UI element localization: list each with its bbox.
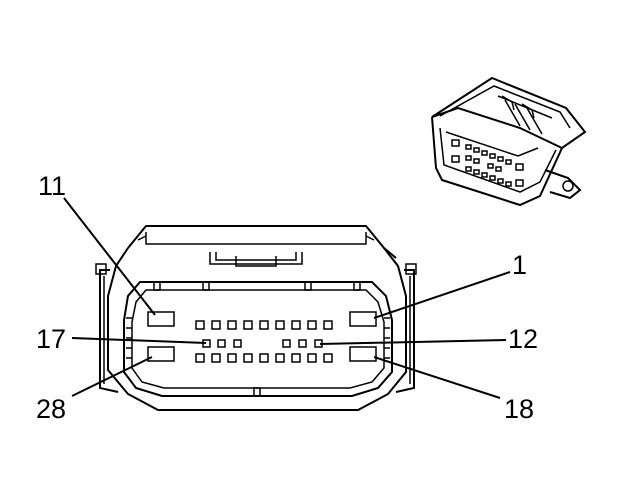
cavity bbox=[259, 320, 269, 330]
label-pin-28: 28 bbox=[36, 394, 66, 424]
connector-perspective-view bbox=[431, 76, 587, 207]
cavity bbox=[323, 353, 333, 363]
cavity bbox=[307, 353, 317, 363]
label-pin-11: 11 bbox=[38, 171, 66, 201]
cavity bbox=[307, 320, 317, 330]
cavity bbox=[275, 320, 285, 330]
cavity bbox=[227, 353, 237, 363]
cavity bbox=[243, 320, 253, 330]
cavities-large bbox=[147, 311, 377, 362]
label-pin-17: 17 bbox=[36, 324, 66, 354]
label-pin-12: 12 bbox=[508, 324, 538, 354]
leader-lines bbox=[63, 197, 511, 399]
cavity bbox=[211, 353, 221, 363]
cavity bbox=[243, 353, 253, 363]
label-pin-18: 18 bbox=[504, 394, 534, 424]
cavity bbox=[323, 320, 333, 330]
cavity bbox=[275, 353, 285, 363]
cavities-row-bottom bbox=[195, 353, 333, 363]
cavity-11 bbox=[147, 311, 175, 327]
cavity bbox=[227, 320, 237, 330]
cavities-row-top bbox=[195, 320, 333, 330]
cavity bbox=[211, 320, 221, 330]
cavity bbox=[259, 353, 269, 363]
cavity bbox=[291, 320, 301, 330]
connector-front-view: 11 1 17 12 28 18 bbox=[36, 171, 538, 424]
perspective-cavities bbox=[451, 139, 524, 187]
cavities-row-middle bbox=[202, 339, 323, 348]
cavity bbox=[291, 353, 301, 363]
label-pin-1: 1 bbox=[512, 250, 527, 280]
cavity-28 bbox=[147, 346, 175, 362]
cavity-18 bbox=[349, 346, 377, 362]
cavity-1 bbox=[349, 311, 377, 327]
